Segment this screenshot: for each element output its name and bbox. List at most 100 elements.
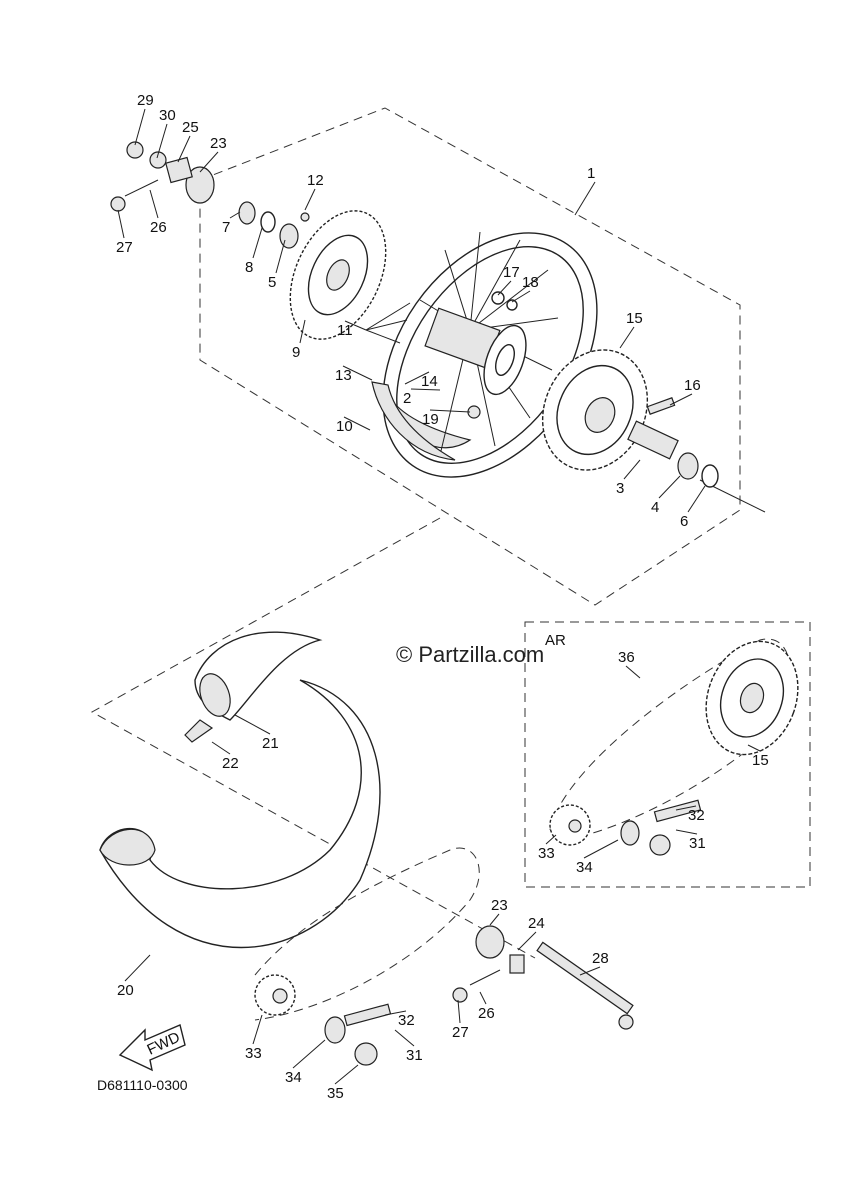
callout-26: 26 bbox=[478, 1005, 495, 1022]
callout-leader-36 bbox=[625, 665, 641, 679]
callout-leader-20 bbox=[124, 954, 151, 982]
nut-lower bbox=[354, 1042, 378, 1066]
callout-leader-4 bbox=[658, 475, 681, 499]
callout-leader-33 bbox=[252, 1014, 263, 1045]
callout-16: 16 bbox=[684, 377, 701, 394]
callout-leader-15 bbox=[747, 744, 761, 752]
callout-24: 24 bbox=[528, 915, 545, 932]
tire bbox=[99, 679, 381, 949]
callout-27: 27 bbox=[452, 1024, 469, 1041]
callout-leader-34 bbox=[292, 1039, 326, 1069]
inset-label: AR bbox=[545, 632, 566, 649]
callout-leader-25 bbox=[177, 135, 191, 163]
callout-leader-6 bbox=[687, 485, 706, 513]
callout-34: 34 bbox=[285, 1069, 302, 1086]
wheel-hub bbox=[424, 291, 527, 396]
callout-6: 6 bbox=[680, 513, 688, 530]
callout-23: 23 bbox=[210, 135, 227, 152]
callout-25: 25 bbox=[182, 119, 199, 136]
callout-15: 15 bbox=[626, 310, 643, 327]
callout-leader-8 bbox=[252, 227, 263, 259]
callout-21: 21 bbox=[262, 735, 279, 752]
callout-36: 36 bbox=[618, 649, 635, 666]
callout-leader-15 bbox=[619, 326, 635, 349]
callout-14: 14 bbox=[421, 373, 438, 390]
callout-leader-11 bbox=[344, 320, 367, 331]
callout-32: 32 bbox=[688, 807, 705, 824]
callout-15: 15 bbox=[752, 752, 769, 769]
callout-leader-32 bbox=[675, 805, 697, 811]
left-bearings bbox=[110, 141, 481, 419]
master-link-lower bbox=[343, 1003, 392, 1027]
callout-8: 8 bbox=[245, 259, 253, 276]
callout-leader-24 bbox=[517, 931, 537, 951]
callout-19: 19 bbox=[422, 411, 439, 428]
brake-disc bbox=[289, 210, 387, 340]
ar-inset-box bbox=[524, 621, 811, 888]
front-sprocket-inset bbox=[549, 804, 591, 846]
callout-leader-7 bbox=[229, 211, 241, 219]
callout-31: 31 bbox=[406, 1047, 423, 1064]
callout-33: 33 bbox=[245, 1045, 262, 1062]
callout-33: 33 bbox=[538, 845, 555, 862]
lock-washer-inset bbox=[620, 820, 640, 846]
callout-leader-23 bbox=[489, 913, 500, 926]
callout-leader-13 bbox=[342, 365, 373, 381]
callout-leader-22 bbox=[211, 741, 231, 755]
callout-31: 31 bbox=[689, 835, 706, 852]
callout-9: 9 bbox=[292, 344, 300, 361]
fwd-arrow-icon: FWD bbox=[118, 1024, 186, 1072]
callout-leader-23 bbox=[199, 151, 219, 173]
watermark: © Partzilla.com bbox=[396, 642, 544, 667]
rear-axle bbox=[536, 941, 634, 1030]
callout-35: 35 bbox=[327, 1085, 344, 1102]
callout-leader-30 bbox=[156, 123, 168, 159]
callout-28: 28 bbox=[592, 950, 609, 967]
callout-18: 18 bbox=[522, 274, 539, 291]
callout-5: 5 bbox=[268, 274, 276, 291]
axle-nut-lower bbox=[452, 987, 468, 1003]
callout-13: 13 bbox=[335, 367, 352, 384]
callout-leader-27 bbox=[457, 999, 461, 1024]
rear-sprocket-upper bbox=[541, 349, 649, 471]
diagram-code: D681110-0300 bbox=[97, 1077, 188, 1093]
rear-sprocket-inset bbox=[705, 640, 799, 756]
nut-inset bbox=[649, 834, 671, 856]
callout-leader-16 bbox=[669, 393, 693, 406]
callout-2: 2 bbox=[403, 390, 411, 407]
callout-leader-18 bbox=[511, 290, 531, 303]
callout-leader-31 bbox=[394, 1029, 415, 1047]
drive-chain-inset bbox=[549, 638, 791, 841]
callout-23: 23 bbox=[491, 897, 508, 914]
callout-32: 32 bbox=[398, 1012, 415, 1029]
callout-leader-32 bbox=[384, 1010, 407, 1016]
adjuster-lower bbox=[475, 925, 505, 959]
callout-leader-29 bbox=[134, 108, 146, 146]
callout-30: 30 bbox=[159, 107, 176, 124]
lock-washer-lower bbox=[324, 1016, 346, 1044]
callout-3: 3 bbox=[616, 480, 624, 497]
callout-leader-9 bbox=[299, 319, 306, 344]
callout-leader-28 bbox=[579, 966, 601, 976]
callout-leader-2 bbox=[410, 388, 441, 391]
wheel-assembly-group-outline bbox=[199, 107, 741, 606]
callout-26: 26 bbox=[150, 219, 167, 236]
front-sprocket-lower bbox=[254, 974, 296, 1016]
callout-leader-12 bbox=[304, 188, 316, 211]
callout-leader-35 bbox=[334, 1064, 359, 1085]
callout-leader-26 bbox=[149, 189, 159, 219]
callout-10: 10 bbox=[336, 418, 353, 435]
tire-group-outline bbox=[90, 517, 536, 959]
callout-12: 12 bbox=[307, 172, 324, 189]
callout-leader-27 bbox=[117, 209, 125, 239]
callout-leader-31 bbox=[675, 829, 698, 835]
callout-leader-3 bbox=[623, 459, 641, 480]
callout-20: 20 bbox=[117, 982, 134, 999]
inner-tube bbox=[184, 631, 323, 743]
drive-chain-lower bbox=[254, 847, 480, 1021]
callout-34: 34 bbox=[576, 859, 593, 876]
callout-4: 4 bbox=[651, 499, 659, 516]
callout-17: 17 bbox=[503, 264, 520, 281]
